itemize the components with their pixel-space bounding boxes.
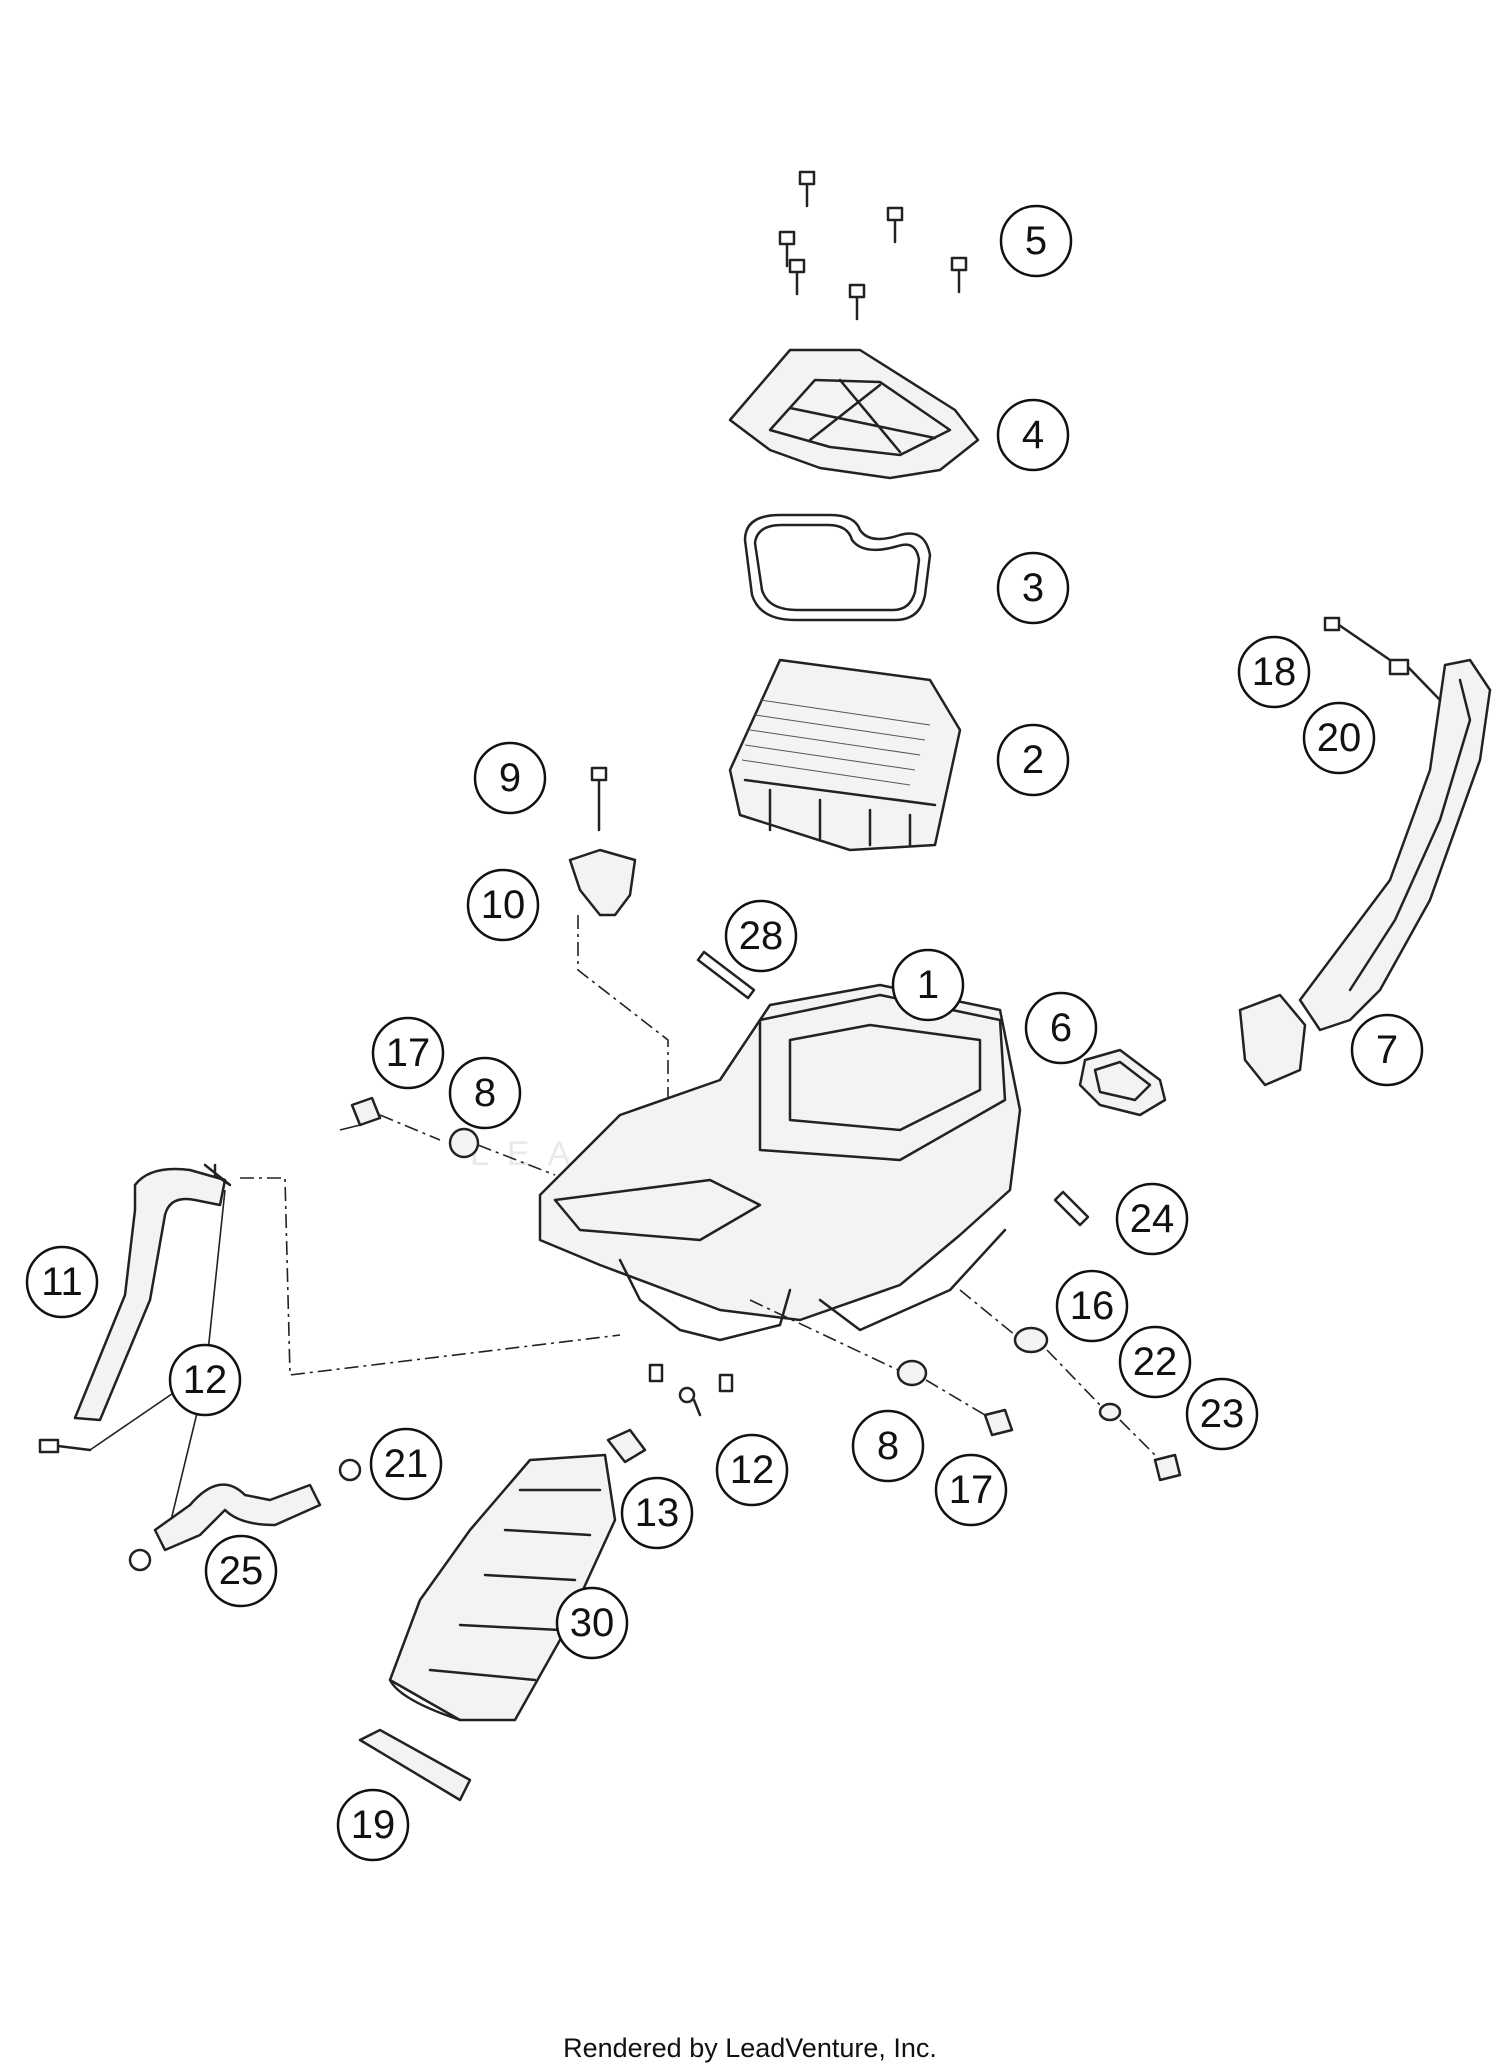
callout-23: 23 <box>1185 1377 1259 1451</box>
callout-2: 2 <box>996 723 1070 797</box>
clamp-center-part-12 <box>678 1386 702 1417</box>
callout-8-upper-left: 8 <box>448 1056 522 1130</box>
svg-text:9: 9 <box>499 756 521 800</box>
callout-17-lower-right: 17 <box>934 1453 1008 1527</box>
intake-boot-part-30 <box>388 1453 617 1722</box>
plug-part-13 <box>606 1428 647 1464</box>
callout-3: 3 <box>996 551 1070 625</box>
callout-21: 21 <box>369 1427 443 1501</box>
svg-text:28: 28 <box>739 914 784 958</box>
bolt-washer-left-part-17-8 <box>350 1096 556 1176</box>
callout-5: 5 <box>999 204 1073 278</box>
fitting-part-24 <box>1053 1190 1090 1227</box>
air-filter-part-2 <box>728 658 962 852</box>
fastener-right-part-16-22-23 <box>959 1289 1182 1482</box>
svg-text:4: 4 <box>1022 413 1044 457</box>
screws-part-5 <box>778 170 968 321</box>
svg-text:19: 19 <box>351 1803 396 1847</box>
svg-text:13: 13 <box>635 1491 680 1535</box>
callout-20: 20 <box>1302 701 1376 775</box>
airbox-part-1 <box>538 983 1022 1393</box>
clip-part-28 <box>696 950 756 1000</box>
breather-hose-part-11 <box>73 1163 621 1422</box>
callout-30: 30 <box>555 1586 629 1660</box>
sleeve-part-19 <box>358 1728 472 1802</box>
svg-text:17: 17 <box>386 1031 431 1075</box>
svg-text:24: 24 <box>1130 1197 1175 1241</box>
svg-text:16: 16 <box>1070 1284 1115 1328</box>
footer-credit: Rendered by LeadVenture, Inc. <box>563 2033 937 2063</box>
callout-12-left: 12 <box>168 1343 242 1417</box>
callout-13: 13 <box>620 1476 694 1550</box>
grommet-part-6 <box>1078 1048 1167 1117</box>
svg-text:7: 7 <box>1376 1028 1398 1072</box>
svg-text:22: 22 <box>1133 1340 1178 1384</box>
svg-text:18: 18 <box>1252 650 1297 694</box>
svg-text:23: 23 <box>1200 1392 1245 1436</box>
callout-9: 9 <box>473 741 547 815</box>
leader-lines <box>339 1124 361 1131</box>
svg-text:25: 25 <box>219 1549 264 1593</box>
gasket-part-3 <box>743 513 932 622</box>
svg-text:11: 11 <box>41 1260 83 1304</box>
svg-text:1: 1 <box>917 963 939 1007</box>
callout-22: 22 <box>1118 1325 1192 1399</box>
sensor-bracket-part-10 <box>568 766 669 1100</box>
svg-text:3: 3 <box>1022 566 1044 610</box>
svg-text:21: 21 <box>384 1442 429 1486</box>
callout-1: 1 <box>891 948 965 1022</box>
callout-16: 16 <box>1055 1269 1129 1343</box>
callout-11: 11 <box>25 1245 99 1319</box>
callout-17-upper-left: 17 <box>371 1016 445 1090</box>
callout-8-lower-right: 8 <box>851 1409 925 1483</box>
callout-4: 4 <box>996 398 1070 472</box>
bolt-washer-right-part-8-17 <box>749 1299 1014 1437</box>
svg-text:8: 8 <box>474 1071 496 1115</box>
filter-cover-part-4 <box>728 348 980 480</box>
hose-part-25 <box>153 1458 362 1552</box>
svg-text:17: 17 <box>949 1468 994 1512</box>
callout-28: 28 <box>724 899 798 973</box>
callout-7: 7 <box>1350 1013 1424 1087</box>
callout-24: 24 <box>1115 1182 1189 1256</box>
callout-18: 18 <box>1237 635 1311 709</box>
svg-text:2: 2 <box>1022 738 1044 782</box>
callout-19: 19 <box>336 1788 410 1862</box>
svg-text:12: 12 <box>730 1448 775 1492</box>
svg-text:12: 12 <box>183 1358 228 1402</box>
svg-text:6: 6 <box>1050 1006 1072 1050</box>
svg-text:8: 8 <box>877 1424 899 1468</box>
svg-text:5: 5 <box>1025 219 1047 263</box>
callout-12-center: 12 <box>715 1433 789 1507</box>
callout-6: 6 <box>1024 991 1098 1065</box>
intake-duct-part-7 <box>1238 616 1492 1087</box>
svg-text:20: 20 <box>1317 716 1362 760</box>
svg-text:10: 10 <box>481 883 526 927</box>
callout-25: 25 <box>204 1534 278 1608</box>
callout-10: 10 <box>466 868 540 942</box>
svg-text:30: 30 <box>570 1601 615 1645</box>
